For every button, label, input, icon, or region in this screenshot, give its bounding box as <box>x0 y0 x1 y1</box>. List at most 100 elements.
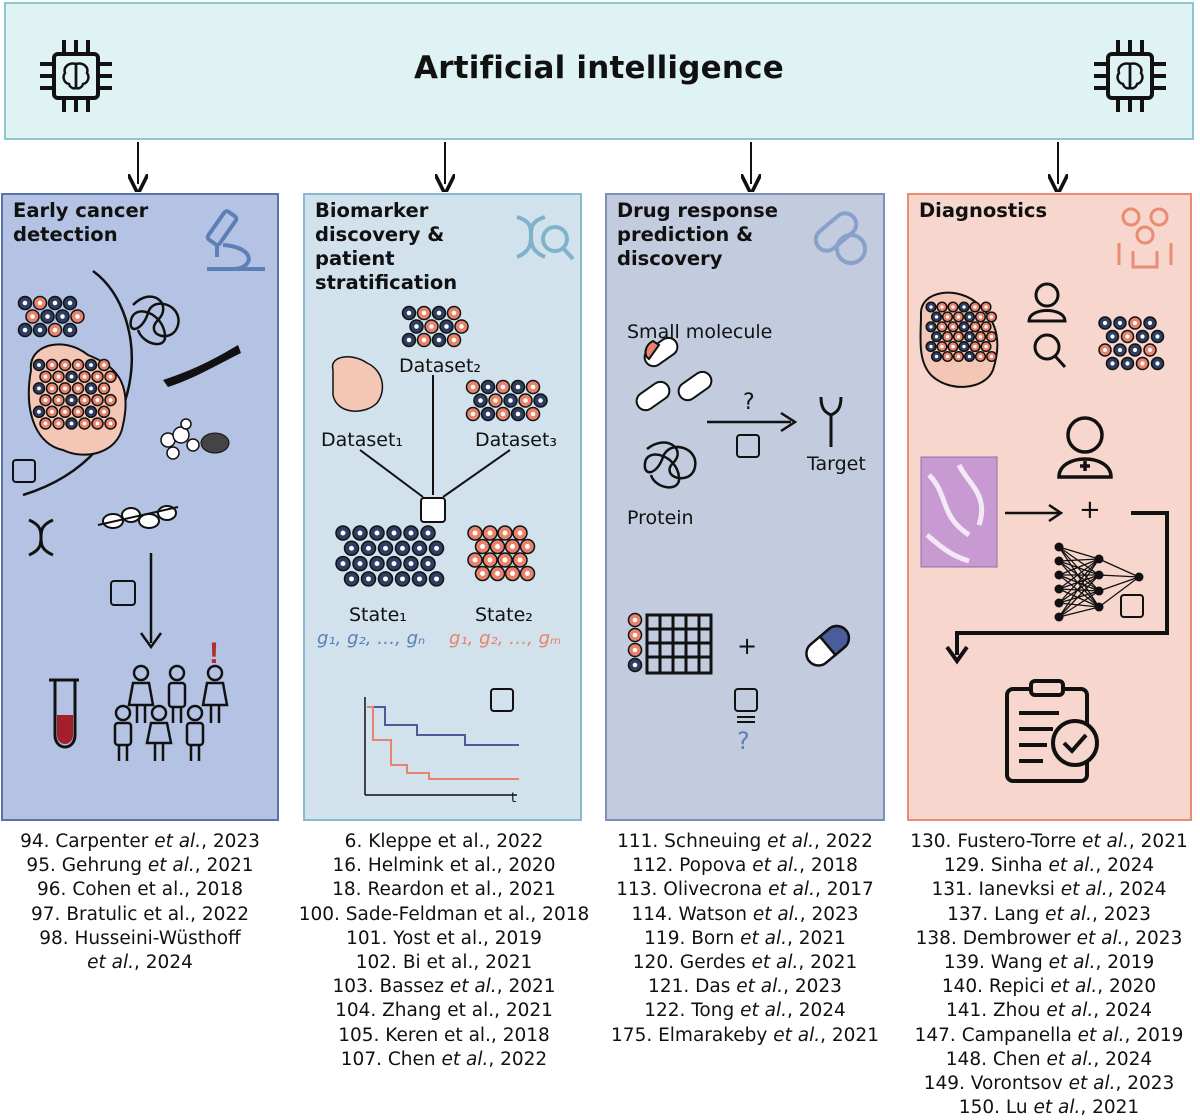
nn-node <box>1094 602 1104 612</box>
drug-illustration <box>627 211 867 723</box>
reference-line: 149. Vorontsov et al., 2023 <box>923 1073 1175 1095</box>
reference-line: 111. Schneuing et al., 2022 <box>617 831 873 852</box>
reference-line: 103. Bassez et al., 2021 <box>332 976 556 998</box>
references-biomarker: 6. Kleppe et al., 2022 16. Helmink et al.… <box>286 830 602 1072</box>
label-state2: State₂ <box>475 604 533 626</box>
label-target: Target <box>807 453 866 475</box>
label-dataset3: Dataset₃ <box>475 429 558 451</box>
nn-node <box>1054 570 1064 580</box>
reference-line: 107. Chen et al., 2022 <box>340 1048 548 1070</box>
reference-line: 6. Kleppe et al., 2022 <box>344 831 544 852</box>
reference-line: 100. Sade-Feldman et al., 2018 <box>298 903 590 925</box>
reference-line: 105. Keren et al., 2018 <box>338 1024 550 1046</box>
nn-node <box>1094 586 1104 596</box>
label-plus-drug: + <box>737 632 758 660</box>
reference-line: 95. Gehrung et al., 2021 <box>26 855 254 877</box>
genes-state1: g₁, g₂, …, gₙ <box>317 628 426 649</box>
reference-line: et al., 2024 <box>87 952 193 974</box>
chip-icon-biomarker <box>420 497 446 523</box>
reference-line: 137. Lang et al., 2023 <box>947 903 1151 925</box>
ai-header: Artificial intelligence <box>4 2 1194 140</box>
protein-icon <box>643 441 697 489</box>
dna-search-icon <box>516 215 575 261</box>
reference-line: 131. Ianevksi et al., 2024 <box>931 879 1167 901</box>
label-state1: State₁ <box>349 604 407 626</box>
reference-line: 16. Helmink et al., 2020 <box>332 855 556 877</box>
reference-line: 104. Zhang et al., 2021 <box>335 1000 553 1022</box>
nn-node <box>1054 612 1064 622</box>
reference-line: 101. Yost et al., 2019 <box>346 927 542 949</box>
reference-line: 147. Campanella et al., 2019 <box>914 1024 1184 1046</box>
chip-icon-drug2 <box>734 688 758 712</box>
reference-line: 138. Dembrower et al., 2023 <box>915 927 1183 949</box>
panel-diagnostics: Diagnostics <box>907 193 1192 821</box>
reference-line: 114. Watson et al., 2023 <box>631 903 859 925</box>
header-arrows <box>0 142 1200 192</box>
panel-title-drug: Drug response prediction & discovery <box>617 199 778 270</box>
histology-image <box>920 456 998 568</box>
early-detection-illustration: ! <box>12 209 265 761</box>
doctor-icon <box>1057 416 1113 479</box>
ai-chip-icon-right <box>1094 40 1166 112</box>
survival-curve <box>364 697 519 796</box>
reference-line: 112. Popova et al., 2018 <box>632 855 858 877</box>
reference-line: 129. Sinha et al., 2024 <box>943 855 1155 877</box>
km-xlabel: t <box>511 791 517 806</box>
protein-icon <box>129 295 180 346</box>
reference-line: 119. Born et al., 2021 <box>644 927 846 949</box>
label-question: ? <box>743 390 755 415</box>
nn-node <box>1094 554 1104 564</box>
label-question2: ? <box>737 727 750 755</box>
references-early: 94. Carpenter et al., 2023 95. Gehrung et… <box>0 830 280 975</box>
chip-icon-km <box>490 688 514 712</box>
reference-line: 94. Carpenter et al., 2023 <box>20 831 260 852</box>
nn-node <box>1054 584 1064 594</box>
reference-line: 102. Bi et al., 2021 <box>355 952 533 974</box>
reference-line: 150. Lu et al., 2021 <box>958 1097 1140 1119</box>
reference-line: 141. Zhou et al., 2024 <box>945 1000 1153 1022</box>
panel-title-biomarker: Biomarker discovery & patient stratifica… <box>315 199 458 294</box>
reference-line: 148. Chen et al., 2024 <box>945 1048 1153 1070</box>
doctor-search-icon <box>1027 282 1067 369</box>
ai-chip-icon-left <box>40 40 112 112</box>
nn-node <box>1054 556 1064 566</box>
diagnostics-illustration <box>919 207 1173 783</box>
genes-state2: g₁, g₂, …, gₘ <box>449 628 562 649</box>
blue-pill-icon <box>805 624 851 667</box>
nn-node <box>1094 570 1104 580</box>
reference-line: 122. Tong et al., 2024 <box>644 1000 846 1022</box>
people-group-icon <box>1117 207 1173 269</box>
alert-mark: ! <box>209 637 219 670</box>
chip-icon-drug <box>736 434 760 458</box>
references-diag: 130. Fustero-Torre et al., 2021 129. Sinh… <box>898 830 1200 1120</box>
reference-line: 139. Wang et al., 2019 <box>943 952 1155 974</box>
pills-icon <box>813 211 867 265</box>
reference-line: 18. Reardon et al., 2021 <box>332 879 556 901</box>
panel-drug-response: Drug response prediction & discovery <box>605 193 885 821</box>
panel-early-cancer-detection: Early cancer detection <box>1 193 279 821</box>
reference-line: 96. Cohen et al., 2018 <box>37 879 243 901</box>
label-dataset1: Dataset₁ <box>321 429 404 451</box>
label-small-molecule: Small molecule <box>627 321 773 343</box>
test-tube-icon <box>49 678 79 749</box>
panel-biomarker-discovery: Biomarker discovery & patient stratifica… <box>303 193 582 821</box>
nn-node <box>1054 542 1064 552</box>
panel-title-early: Early cancer detection <box>13 199 149 246</box>
label-protein: Protein <box>627 507 694 529</box>
header-title: Artificial intelligence <box>414 50 784 86</box>
biomarker-illustration <box>331 215 575 796</box>
reference-line: 175. Elmarakeby et al., 2021 <box>611 1024 879 1046</box>
label-dataset2: Dataset₂ <box>399 355 482 377</box>
references-drug: 111. Schneuing et al., 2022 112. Popova e… <box>600 830 890 1048</box>
label-plus-diag: + <box>1079 495 1101 525</box>
reference-line: 120. Gerdes et al., 2021 <box>632 952 858 974</box>
reference-line: 140. Repici et al., 2020 <box>941 976 1157 998</box>
panel-title-diag: Diagnostics <box>919 199 1048 222</box>
reference-line: 130. Fustero-Torre et al., 2021 <box>910 831 1188 852</box>
nn-node <box>1134 572 1144 582</box>
reference-line: 97. Bratulic et al., 2022 <box>31 903 249 925</box>
microscope-icon <box>205 209 265 271</box>
chip-icon-diag <box>1120 594 1144 618</box>
reference-line: 98. Husseini-Wüsthoff <box>39 927 241 949</box>
reference-line: 113. Olivecrona et al., 2017 <box>616 879 874 901</box>
